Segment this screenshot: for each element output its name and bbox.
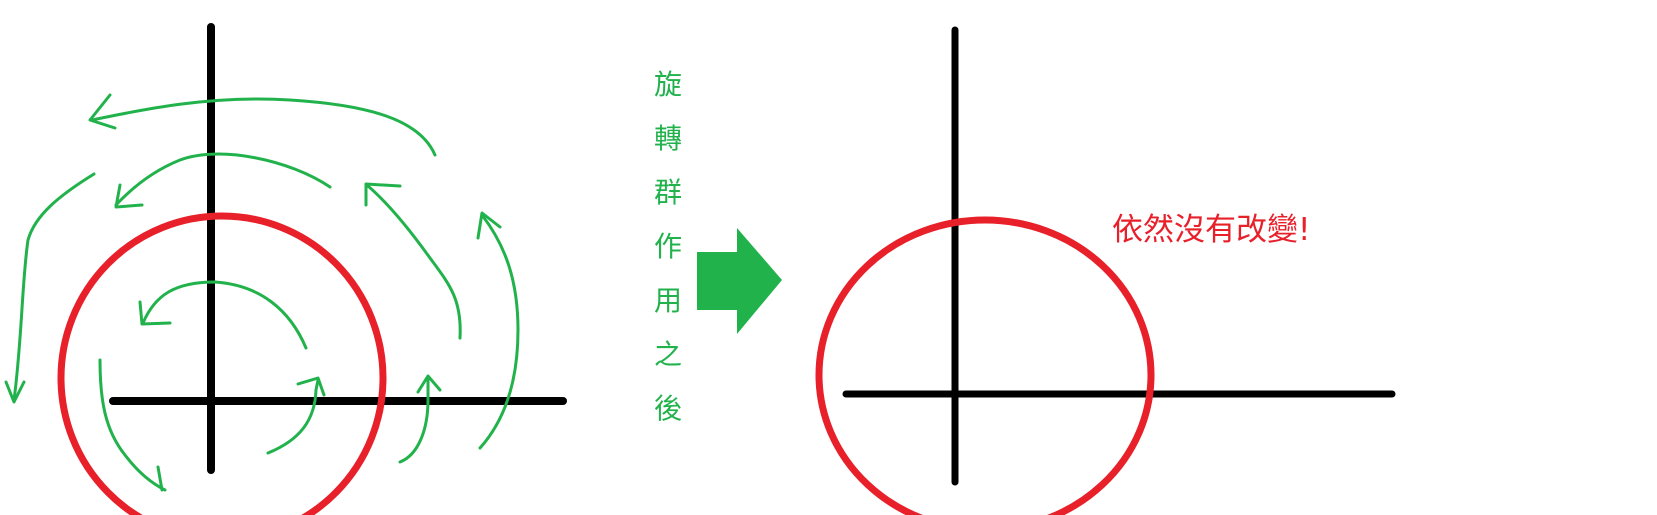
left-circle [57, 212, 387, 515]
rotation-arrows [4, 93, 520, 492]
rotation-arrow-head [114, 183, 144, 209]
caption-char: 群 [653, 176, 682, 209]
right-arrow-icon [697, 228, 782, 334]
rotation-caption: 旋 轉 群 作 用 之 後 [650, 58, 686, 436]
caption-char: 作 [653, 230, 682, 263]
right-circle [815, 216, 1155, 515]
left-axes [109, 23, 567, 474]
rotation-arrow [114, 152, 332, 207]
rotation-arrow-head [416, 374, 442, 394]
caption-char: 後 [653, 392, 682, 425]
rotation-arrow [141, 280, 308, 350]
rotation-arrow-head [296, 376, 326, 397]
rotation-arrow-head [156, 465, 164, 492]
rotation-arrow [90, 97, 437, 157]
right-axes [842, 26, 1396, 486]
rotation-arrow [12, 172, 96, 402]
caption-char: 旋 [653, 68, 682, 101]
rotation-arrow [478, 213, 520, 450]
rotation-arrow-head [364, 182, 402, 207]
rotation-arrow [266, 378, 320, 455]
rotation-arrow [366, 184, 462, 340]
unchanged-note: 依然沒有改變! [1112, 212, 1311, 248]
caption-char: 轉 [653, 122, 682, 155]
rotation-arrow [98, 358, 167, 492]
rotation-arrow-head [88, 93, 117, 130]
rotation-arrow-head [476, 211, 502, 240]
rotation-arrow [398, 376, 430, 464]
caption-char: 之 [653, 338, 682, 371]
rotation-arrow-head [4, 380, 26, 404]
rotation-arrow-head [138, 300, 172, 326]
caption-char: 用 [653, 284, 682, 317]
